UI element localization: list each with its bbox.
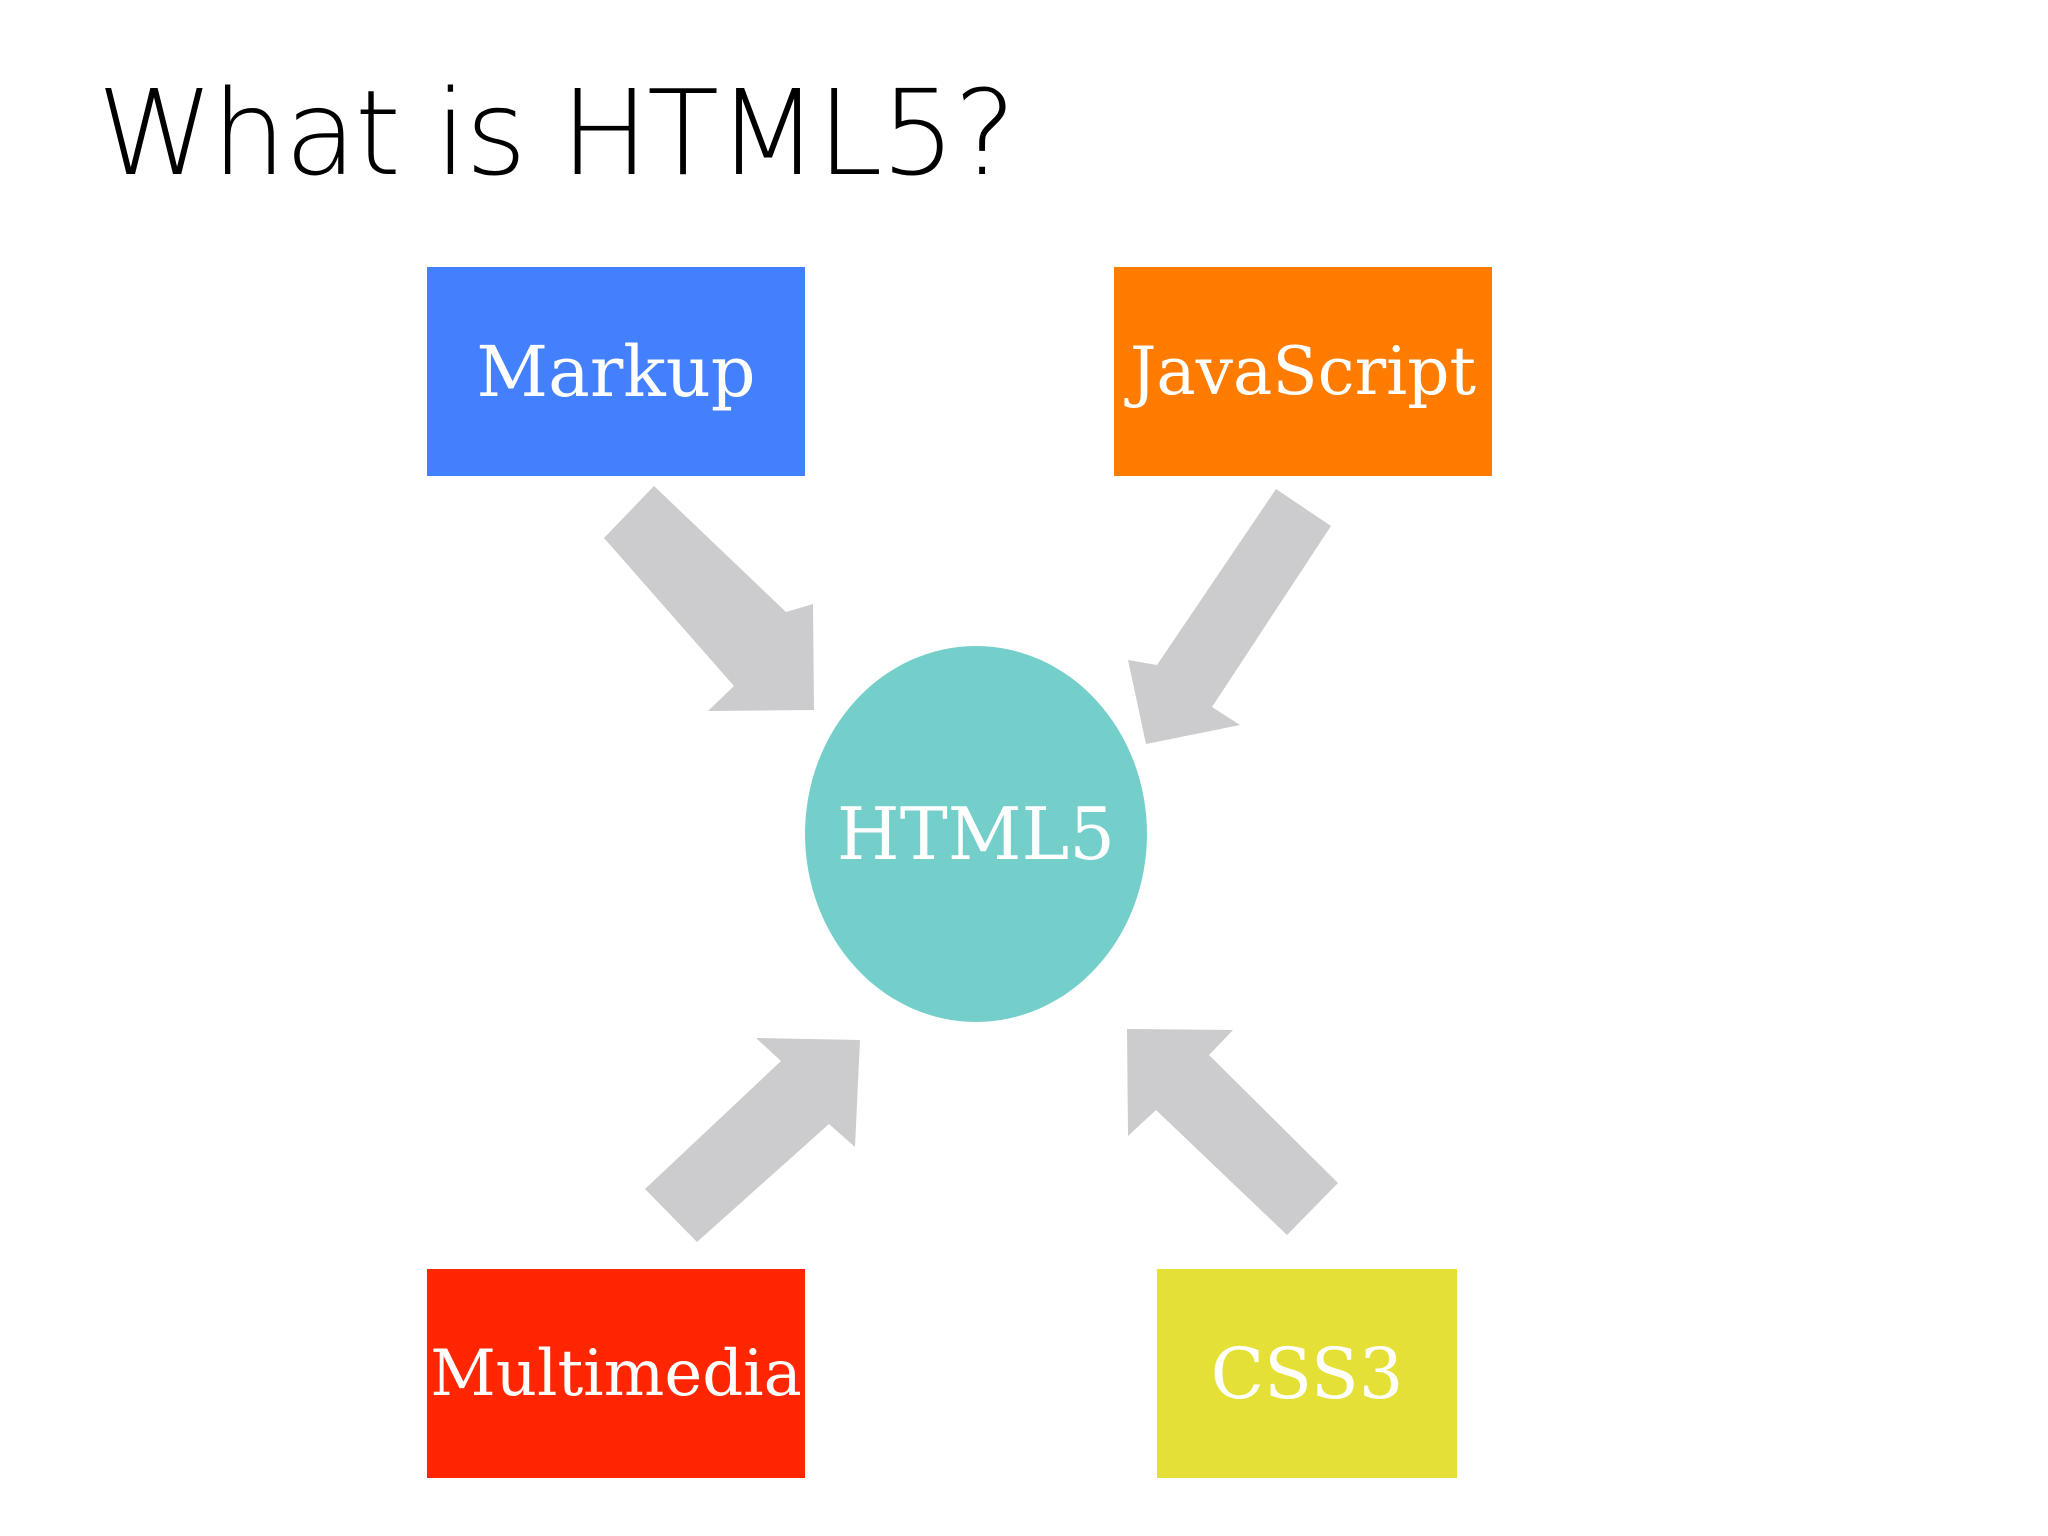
html5-label: HTML5 [836, 792, 1116, 876]
markup-label: Markup [476, 330, 756, 413]
javascript-label: JavaScript [1129, 333, 1477, 410]
arrow-markup-to-html5 [604, 486, 814, 711]
css3-box: CSS3 [1157, 1269, 1457, 1478]
slide-title: What is HTML5? [97, 64, 1016, 202]
arrow-multimedia-to-html5 [645, 1038, 860, 1242]
css3-label: CSS3 [1210, 1332, 1404, 1415]
html5-circle: HTML5 [805, 646, 1147, 1022]
multimedia-box: Multimedia [427, 1269, 805, 1478]
markup-box: Markup [427, 267, 805, 476]
multimedia-label: Multimedia [430, 1336, 802, 1411]
arrow-css3-to-html5 [1127, 1029, 1338, 1235]
javascript-box: JavaScript [1114, 267, 1492, 476]
arrow-javascript-to-html5 [1128, 489, 1331, 744]
